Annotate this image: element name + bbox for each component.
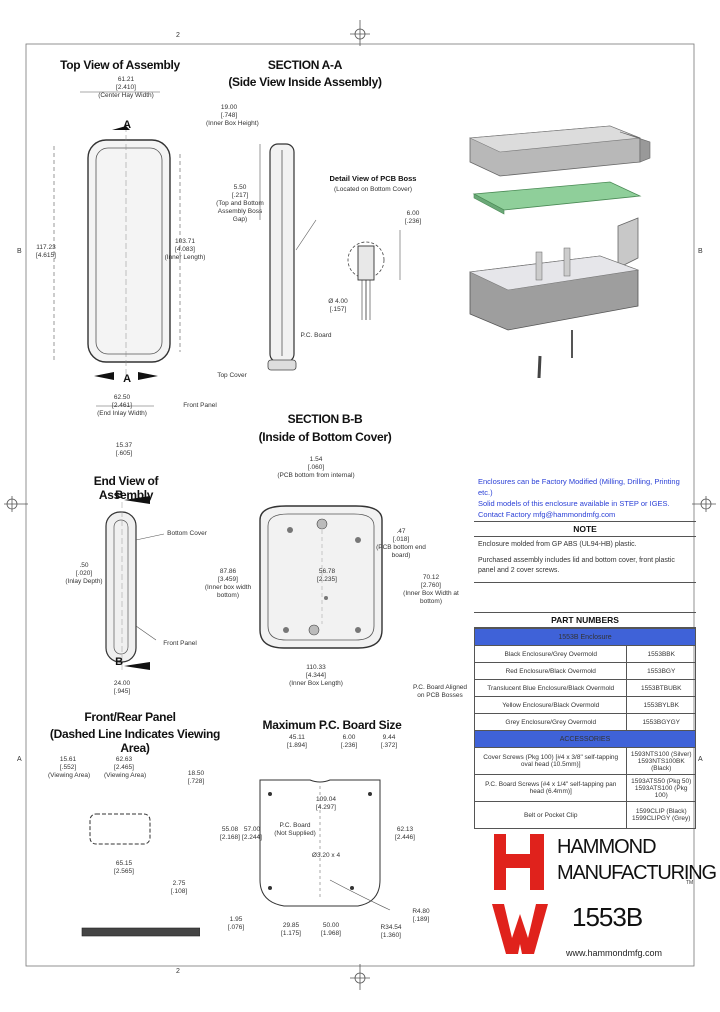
max-pcb-title: Maximum P.C. Board Size (262, 718, 402, 732)
front-panel-subtitle: (Dashed Line Indicates Viewing Area) (49, 727, 221, 755)
dim-top-length: 117.23[4.615] (36, 244, 56, 259)
end-view-title: End View of Assembly (93, 474, 159, 502)
dim-pcb-notch-depth: 9.44[.372] (380, 734, 398, 749)
label-front-panel-end: Front Panel (163, 640, 197, 647)
detail-drawing (347, 230, 401, 320)
front-panel-title: Front/Rear Panel (84, 710, 176, 724)
brand-name-line1: HAMMOND (557, 836, 657, 858)
dim-mounting-holes: Ø3.20 x 4 (311, 852, 341, 859)
grid-row-right-bottom: A (698, 756, 703, 763)
dim-pcb-hole-spacing-b: 50.00[1.968] (321, 922, 341, 937)
grid-col-top: 2 (176, 32, 180, 39)
dim-panel-width: 65.15[2.565] (114, 860, 134, 875)
end-view-drawing (105, 496, 165, 672)
factory-notes: Enclosures can be Factory Modified (Mill… (478, 476, 694, 520)
dim-boss-gap: 5.50[.217](Top and Bottom Assembly Boss … (216, 184, 264, 223)
dim-pcb-length: 109.04[4.297] (316, 796, 336, 811)
label-top-cover: Top Cover (217, 372, 247, 379)
dim-top-width: 61.21[2.410](Center Hay Width) (98, 76, 154, 99)
grid-row-left-top: B (17, 248, 22, 255)
dim-viewing-area-left: 15.61[.552](Viewing Area) (48, 756, 91, 779)
hammond-logo-icon (492, 834, 548, 954)
dim-inner-width-bottom: 87.86[3.459](Inner box width bottom) (204, 568, 252, 599)
dim-pcb-width-b: 57.00[2.244] (242, 826, 262, 841)
section-aa-drawing (259, 143, 317, 371)
label-front-panel-top: Front Panel (183, 402, 217, 409)
dim-inner-box-height: 19.00[.748](Inner Box Height) (206, 104, 259, 127)
detail-subtitle: (Located on Bottom Cover) (333, 186, 413, 193)
dim-pcb-corner-a: 1.95[.076] (227, 916, 245, 931)
section-a-marker-top: A (123, 119, 131, 131)
dim-end-thickness: 15.37[.605] (115, 442, 133, 457)
note-contact[interactable]: Contact Factory mfg@hammondmfg.com (478, 510, 616, 519)
dim-pcb-notch-offset: 45.11[1.894] (287, 734, 307, 749)
table-row: Translucent Blue Enclosure/Black Overmol… (473, 679, 696, 697)
section-a-marker-bottom: A (123, 373, 131, 385)
label-bottom-cover: Bottom Cover (167, 530, 207, 537)
note-solid-models: Solid models of this enclosure available… (478, 499, 670, 508)
note-modification: Enclosures can be Factory Modified (Mill… (478, 477, 680, 497)
grid-col-bottom: 2 (176, 968, 180, 975)
section-b-marker-bottom: B (115, 656, 123, 668)
section-b-marker-top: B (115, 489, 123, 501)
dim-end-height: 24.00[.945] (113, 680, 131, 695)
part-numbers-header: 1553B Enclosure (474, 628, 696, 646)
section-aa-subtitle: (Side View Inside Assembly) (228, 75, 382, 89)
brand-trademark: TM (686, 880, 694, 886)
dim-inner-box-length: 110.33[4.344](Inner Box Length) (289, 664, 343, 687)
note-material: Enclosure molded from GP ABS (UL94-HB) p… (478, 541, 637, 548)
accessories-header: ACCESSORIES (474, 730, 696, 748)
dim-panel-thickness: 2.75[.108] (170, 880, 188, 895)
grid-row-left-bottom: A (17, 756, 22, 763)
label-pcb-aligned: P.C. Board Aligned on PCB Bosses (412, 684, 468, 699)
dim-pcb-radius-large: R34.54[1.360] (380, 924, 402, 939)
front-panel-drawing (81, 813, 200, 937)
detail-title: Detail View of PCB Boss (329, 174, 417, 183)
dim-boss-diameter: Ø 4.00[.157] (328, 298, 348, 313)
dim-inner-box-width: 70.12[2.760](Inner Box Width at bottom) (403, 574, 459, 605)
dim-pcb-width-c: 62.13[2.446] (395, 826, 415, 841)
note-title: NOTE (474, 522, 696, 537)
table-row: Cover Screws (Pkg 100) [#4 x 3/8" self-t… (473, 747, 696, 775)
dim-pcb-notch-width: 6.00[.236] (340, 734, 358, 749)
dim-panel-height: 18.50[.728] (187, 770, 205, 785)
table-row: P.C. Board Screws [#4 x 1/4" self-tappin… (473, 774, 696, 802)
brand-url[interactable]: www.hammondmfg.com (566, 948, 663, 958)
dim-pcb-end-board: .47[.018](PCB bottom end board) (376, 528, 426, 559)
section-bb-subtitle: (Inside of Bottom Cover) (258, 430, 392, 444)
dim-pcb-width-a: 55.08[2.168] (220, 826, 240, 841)
note-box: NOTE Enclosure molded from GP ABS (UL94-… (474, 521, 696, 583)
section-bb-title: SECTION B-B (287, 412, 363, 426)
section-aa-title: SECTION A-A (267, 58, 343, 72)
exploded-assembly-illustration (468, 125, 651, 378)
note-contents: Purchased assembly includes lid and bott… (478, 557, 675, 574)
dim-pcb-bottom-internal: 1.54[.060](PCB bottom from internal) (277, 456, 355, 479)
dim-boss-spacing: 56.78[2.235] (317, 568, 337, 583)
top-view-drawing (53, 91, 181, 407)
max-pcb-drawing (259, 779, 391, 911)
section-bb-drawing (259, 505, 383, 649)
grid-row-right-top: B (698, 248, 703, 255)
dim-end-width: 62.50[2.461](End Inlay Width) (97, 394, 147, 417)
part-numbers-table: PART NUMBERS 1553B Enclosure Black Enclo… (473, 612, 696, 829)
part-numbers-title: PART NUMBERS (474, 612, 696, 628)
dim-pcb-hole-spacing-a: 29.85[1.175] (281, 922, 301, 937)
label-pc-board-max: P.C. Board(Not Supplied) (274, 822, 316, 837)
dim-pcb-radius-small: R4.80[.189] (412, 908, 430, 923)
brand-name-line2: MANUFACTURING (557, 862, 717, 884)
top-view-title: Top View of Assembly (60, 58, 180, 72)
label-pc-board-aa: P.C. Board (300, 332, 332, 339)
dim-inlay-depth: .50[.020](Inlay Depth) (65, 562, 103, 585)
model-number: 1553B (572, 902, 643, 932)
dim-viewing-area-width: 62.63[2.465](Viewing Area) (104, 756, 147, 779)
dim-boss-height: 6.00[.236] (404, 210, 422, 225)
dim-inner-length: 103.71[4.083](Inner Length) (164, 238, 206, 261)
